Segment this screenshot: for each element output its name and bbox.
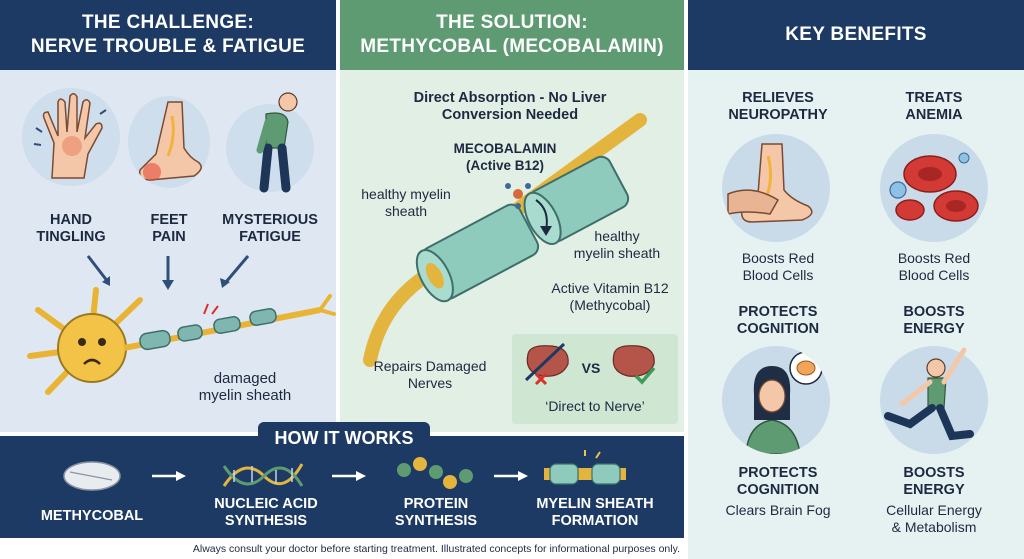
- challenge-title-line2: NERVE TROUBLE & FATIGUE: [30, 36, 306, 57]
- feet-pain-illustration: [128, 96, 210, 188]
- fatigue-illustration: [226, 92, 314, 193]
- active-b12-label: Active Vitamin B12 (Methycobal): [551, 280, 669, 313]
- damaged-neuron-illustration: [27, 287, 336, 395]
- benefit-cognition-title: PROTECTS COGNITION: [736, 304, 820, 337]
- jumping-woman-icon: [884, 347, 974, 441]
- hand-tingling-illustration: [22, 88, 120, 186]
- myelin-sheath-icon: [544, 450, 626, 485]
- symptom-label-feet: FEET PAIN: [150, 212, 188, 245]
- benefit-cognition-desc: Clears Brain Fog: [725, 502, 831, 518]
- damaged-sheath-label: damaged myelin sheath: [198, 370, 292, 404]
- how-it-works-panel: HOW IT WORKS: [0, 422, 684, 538]
- how-it-works-title: HOW IT WORKS: [274, 427, 414, 448]
- liver-icon: [612, 345, 655, 377]
- foot-massage-icon: [727, 143, 813, 223]
- dna-icon: [222, 463, 304, 487]
- step-nucleic-acid: NUCLEIC ACID SYNTHESIS: [214, 496, 318, 529]
- anemia-illustration: [880, 134, 988, 242]
- solution-title-line2: METHYCOBAL (MECOBALAMIN): [360, 36, 664, 57]
- how-it-works-tab: HOW IT WORKS: [258, 422, 430, 454]
- arrow-down-icon: [540, 226, 552, 236]
- symptom-label-fatigue: MYSTERIOUS FATIGUE: [222, 212, 318, 245]
- challenge-header: THE CHALLENGE: NERVE TROUBLE & FATIGUE: [0, 0, 336, 70]
- energy-illustration: [880, 346, 988, 454]
- x-mark-icon: [534, 372, 548, 386]
- benefit-anemia-title: TREATS ANEMIA: [905, 90, 963, 123]
- protein-chain-icon: [397, 457, 473, 489]
- disclaimer: Always consult your doctor before starti…: [192, 543, 680, 555]
- solution-title-line1: THE SOLUTION:: [436, 12, 588, 33]
- brain-icon: [796, 360, 816, 376]
- step-myelin: MYELIN SHEATH FORMATION: [536, 496, 654, 529]
- symptom-arrows: [86, 255, 250, 290]
- benefit-energy-title: BOOSTS ENERGY: [903, 304, 965, 337]
- repairs-label: Repairs Damaged Nerves: [373, 358, 487, 391]
- benefit-neuropathy-title: RELIEVES NEUROPATHY: [728, 90, 828, 123]
- liver-comparison-box: VS ‘Direct to Nerve’: [512, 334, 678, 424]
- benefit-anemia-desc: Boosts Red Blood Cells: [897, 250, 971, 283]
- challenge-title-line1: THE CHALLENGE:: [81, 12, 255, 33]
- arrow-down-icon: [162, 280, 174, 290]
- mecobalamin-label: MECOBALAMIN (Active B12): [453, 141, 557, 173]
- arrow-down-icon: [220, 278, 230, 288]
- hand-icon: [33, 93, 107, 179]
- challenge-panel: THE CHALLENGE: NERVE TROUBLE & FATIGUE H…: [0, 0, 336, 432]
- step-methycobal: METHYCOBAL: [40, 508, 144, 524]
- strike-icon: [524, 342, 566, 382]
- process-flow: [63, 450, 626, 491]
- benefits-title: KEY BENEFITS: [785, 24, 927, 45]
- arrow-down-icon: [102, 276, 110, 286]
- vs-label: VS: [581, 360, 601, 376]
- step-protein: PROTEIN SYNTHESIS: [394, 496, 478, 529]
- absorption-caption: Direct Absorption - No Liver Conversion …: [413, 90, 607, 123]
- check-mark-icon: [634, 366, 656, 385]
- benefit-energy-bottom-title: BOOSTS ENERGY: [903, 465, 965, 498]
- benefit-energy-desc: Cellular Energy & Metabolism: [886, 502, 982, 535]
- sheath-right-label: healthy myelin sheath: [573, 228, 661, 261]
- foot-icon: [138, 101, 202, 181]
- solution-panel: THE SOLUTION: METHYCOBAL (MECOBALAMIN) D…: [340, 0, 684, 432]
- benefits-panel: KEY BENEFITS RELIEVES NEUROPATHY Boosts …: [688, 0, 1024, 559]
- neuropathy-illustration: [722, 134, 830, 242]
- benefits-header: KEY BENEFITS: [688, 0, 1024, 70]
- benefit-neuropathy-desc: Boosts Red Blood Cells: [741, 250, 815, 283]
- woman-thinking-icon: [745, 351, 823, 454]
- liver-icons: [524, 342, 656, 386]
- tired-person-icon: [256, 92, 298, 193]
- solution-header: THE SOLUTION: METHYCOBAL (MECOBALAMIN): [340, 0, 684, 70]
- red-blood-cells-icon: [889, 152, 979, 222]
- benefit-cognition-bottom-title: PROTECTS COGNITION: [736, 465, 820, 498]
- sheath-left-label: healthy myelin sheath: [361, 186, 451, 219]
- myelin-sheath-illustration: [363, 113, 647, 367]
- direct-to-nerve-label: ‘Direct to Nerve’: [545, 398, 645, 414]
- symptom-label-hand: HAND TINGLING: [36, 212, 106, 245]
- cognition-illustration: [722, 346, 830, 454]
